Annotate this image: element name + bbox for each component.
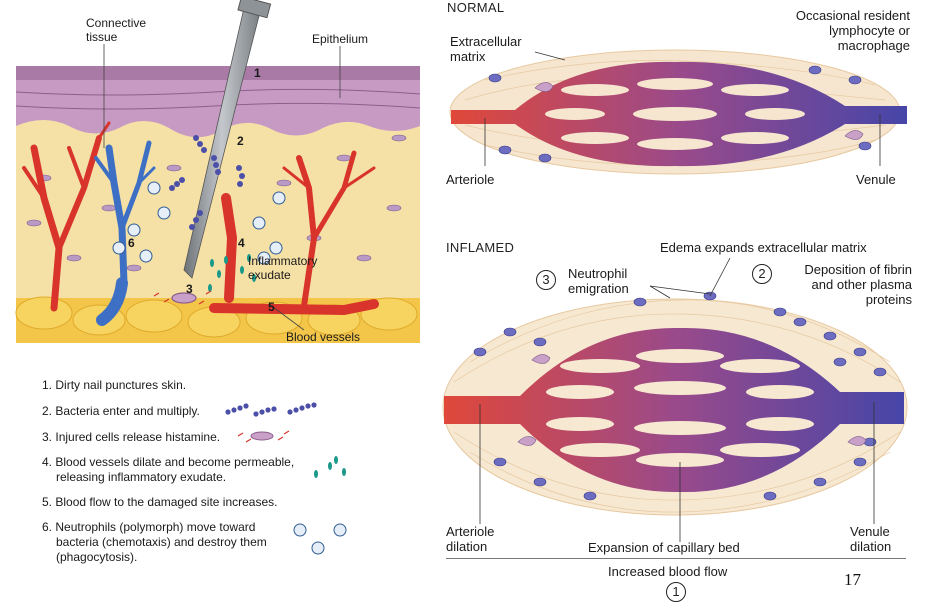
inflamed-deposition: Deposition of fibrin and other plasma pr… (804, 262, 912, 307)
left-vein (94, 140, 156, 326)
skin-puncture-illustration (15, 0, 421, 343)
step-5: 5. Blood flow to the damaged site increa… (42, 495, 278, 509)
step-3: 3. Injured cells release histamine. (42, 430, 221, 444)
exudate-icon (314, 456, 346, 478)
circle-number-2: 2 (752, 264, 772, 284)
neutrophil-icon (293, 523, 347, 555)
inflamed-arteriole-dilation: Arteriole dilation (446, 524, 495, 554)
increased-blood-flow: Increased blood flow (608, 564, 728, 579)
marker-6: 6 (128, 236, 135, 250)
flow-divider (446, 558, 906, 559)
circle-number-3: 3 (536, 270, 556, 290)
step-6-cont-b: (phagocytosis). (56, 550, 138, 564)
right-artery (209, 150, 379, 316)
inflamed-neutrophil-emigration: Neutrophil emigration (568, 266, 629, 296)
marker-1: 1 (254, 66, 261, 80)
circle-number-1: 1 (666, 582, 686, 602)
step-4-cont: releasing inflammatory exudate. (56, 470, 227, 484)
step-2: 2. Bacteria enter and multiply. (42, 404, 200, 418)
step-4: 4. Blood vessels dilate and become perme… (42, 455, 295, 469)
marker-3: 3 (186, 282, 193, 296)
nail (183, 0, 272, 279)
marker-5: 5 (268, 300, 275, 314)
page-number: 17 (844, 570, 861, 589)
step-icons (225, 402, 347, 555)
normal-heading: NORMAL (447, 0, 505, 15)
epithelium-layer (16, 66, 420, 138)
normal-arteriole: Arteriole (446, 172, 495, 187)
normal-venule: Venule (856, 172, 896, 187)
label-connective-tissue: Connective tissue (86, 16, 147, 44)
inflamed-heading: INFLAMED (446, 240, 515, 255)
inflamed-edema: Edema expands extracellular matrix (660, 240, 867, 255)
step-6: 6. Neutrophils (polymorph) move toward (42, 520, 256, 534)
label-blood-vessels: Blood vessels (286, 330, 361, 344)
normal-resident-cell: Occasional resident lymphocyte or macrop… (795, 8, 910, 53)
injured-cell (153, 290, 212, 305)
neutrophils (112, 181, 286, 265)
inflamed-venule-dilation: Venule dilation (850, 524, 892, 554)
inflamed-capillary-expansion: Expansion of capillary bed (588, 540, 740, 555)
step-6-cont-a: bacteria (chemotaxis) and destroy them (56, 535, 267, 549)
inflamed-capillary-bed (442, 257, 908, 542)
left-artery (22, 121, 111, 312)
exudate-dots (208, 254, 256, 292)
bacteria-icon (225, 402, 317, 417)
normal-capillary-bed (449, 49, 907, 175)
label-inflammatory-exudate: Inflammatory exudate (248, 254, 318, 282)
fibroblast-cells (26, 134, 407, 272)
bacteria-chains (169, 135, 245, 230)
normal-extracellular-matrix: Extracellular matrix (450, 34, 522, 64)
label-epithelium: Epithelium (312, 32, 369, 46)
histamine-icon (237, 430, 290, 443)
step-1: 1. Dirty nail punctures skin. (42, 378, 187, 392)
marker-2: 2 (237, 134, 244, 148)
marker-4: 4 (238, 236, 245, 250)
